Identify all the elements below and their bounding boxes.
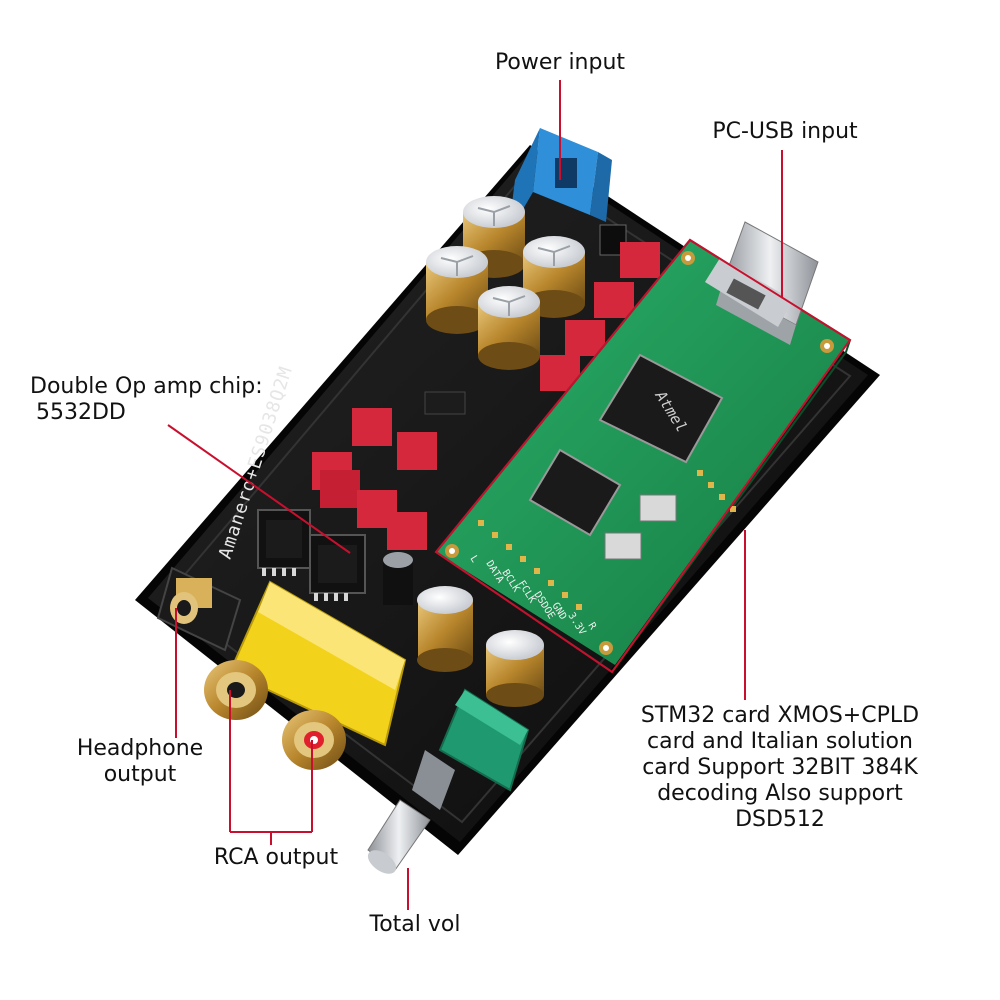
capacitor-icon (383, 552, 413, 605)
label-power-input: Power input (480, 50, 640, 76)
film-capacitors (312, 242, 660, 550)
label-op-amp: Double Op amp chip: 5532DD (30, 374, 300, 426)
label-total-vol: Total vol (350, 912, 480, 938)
power-input-text: Power input (494, 50, 626, 75)
atmel-chip (598, 353, 724, 464)
cpld-chip (528, 448, 622, 537)
op-amp-text-line2: 5532DD (36, 400, 126, 425)
pin-label: R (585, 621, 598, 633)
pin-label: L (467, 554, 480, 565)
usb-card-outline (434, 238, 852, 674)
capacitor-icon (417, 586, 473, 672)
capacitor-icon (478, 286, 540, 370)
capacitor-icon (486, 630, 544, 707)
potentiometer-icon (367, 688, 530, 874)
label-usb-card: STM32 card XMOS+CPLD card and Italian so… (630, 703, 930, 833)
rca-jack-icon (282, 710, 346, 770)
usb-card-text-line5: DSD512 (735, 807, 825, 832)
label-rca-output: RCA output (196, 845, 356, 871)
power-jack (508, 128, 612, 235)
usb-card-text-line1: STM32 card XMOS+CPLD (640, 703, 920, 728)
crystal-oscillator (604, 532, 642, 560)
label-headphone-output: Headphone output (60, 736, 220, 788)
headphone-text-line1: Headphone (76, 736, 204, 761)
crystal-oscillator (639, 494, 677, 522)
rca-output-housing (204, 580, 407, 770)
pc-usb-input-text: PC-USB input (712, 119, 858, 144)
electrolytic-capacitors (426, 196, 585, 370)
headphone-text-line2: output (103, 762, 177, 787)
leader-op-amp (167, 424, 351, 554)
rca-jack-icon (204, 660, 268, 720)
regulator-chip (424, 391, 466, 415)
op-amp-text-line1: Double Op amp chip: (30, 374, 263, 399)
usb-card-text-line3: card Support 32BIT 384K (642, 755, 918, 780)
usb-card-text-line4: decoding Also support (657, 781, 903, 806)
rca-output-text: RCA output (213, 845, 339, 870)
op-amp-sockets (257, 509, 366, 601)
label-pc-usb-input: PC-USB input (695, 119, 875, 145)
callout-leader-lines (167, 80, 852, 910)
usb-card-text-line2: card and Italian solution (647, 729, 913, 754)
headphone-jack-icon (156, 566, 242, 652)
capacitor-icon (426, 246, 488, 334)
total-vol-text: Total vol (369, 912, 461, 937)
